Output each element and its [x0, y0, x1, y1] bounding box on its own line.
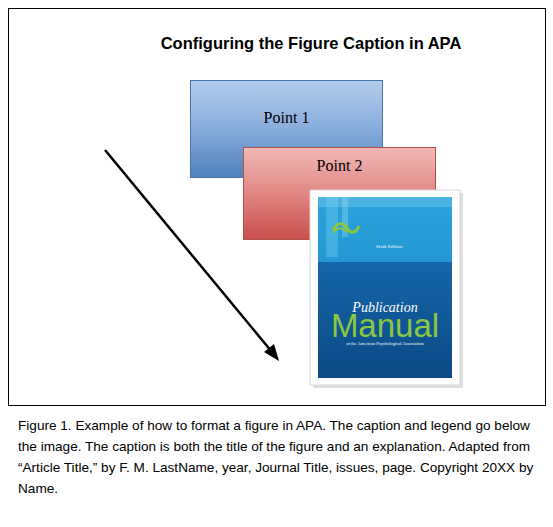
book-text: Sixth Edition — [376, 244, 403, 250]
point-box: Point 2 — [243, 147, 436, 240]
book-text: Manual — [318, 309, 452, 343]
figure-caption: Figure 1. Example of how to format a fig… — [18, 415, 540, 499]
arrow-head — [264, 344, 279, 361]
book-cover: Sixth EditionPublicationManualof the Ame… — [318, 197, 452, 378]
book-cover-lower — [318, 262, 452, 378]
box-label: Point 2 — [244, 157, 435, 175]
figure-title: Configuring the Figure Caption in APA — [96, 34, 526, 53]
book-text: of the American Psychological Associatio… — [318, 341, 452, 347]
box-label: Point 1 — [191, 109, 382, 127]
